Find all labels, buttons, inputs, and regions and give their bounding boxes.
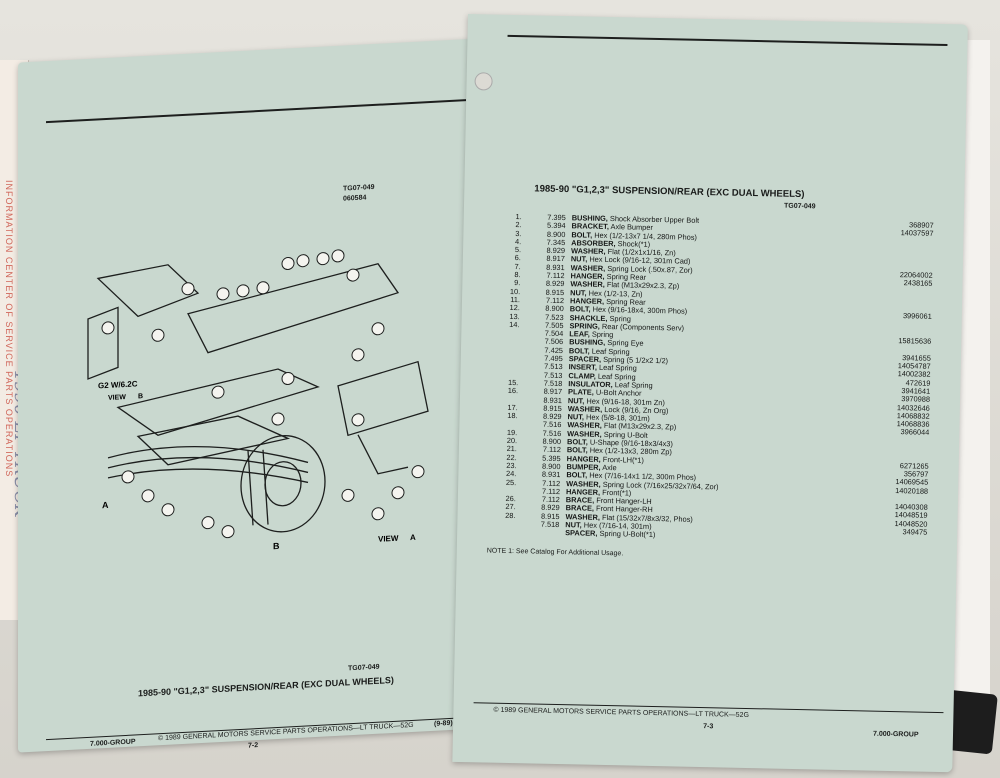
row-part-desc: Spring U-Bolt(*1) — [599, 529, 656, 540]
arrow-b-label: B — [273, 541, 280, 551]
row-part-desc: Shock(*1) — [617, 239, 651, 249]
footer-group: 7.000-GROUP — [90, 738, 136, 748]
top-rule — [46, 99, 466, 124]
left-page: TG07-049 060584 — [18, 38, 488, 753]
top-rule-right — [507, 34, 948, 47]
view-a-label: VIEW — [378, 534, 399, 544]
row-part-name: NUT, — [570, 288, 587, 298]
row-part-name: BOLT, — [566, 438, 588, 447]
row-part-name: BRACE, — [565, 504, 595, 514]
footer-date: (9-89) — [434, 719, 453, 728]
row-part-name: SPRING, — [569, 322, 600, 331]
binder-hole — [474, 72, 493, 91]
row-part-name: WASHER, — [567, 405, 603, 414]
row-part-name: LEAF, — [569, 330, 590, 339]
row-part-desc: Spring — [591, 330, 614, 340]
row-part-desc: Spring Rear — [606, 272, 647, 282]
row-part-desc: Leaf Spring — [598, 363, 637, 373]
row-part-desc: Axle Bumper — [610, 222, 654, 233]
row-part-name: NUT, — [570, 255, 588, 265]
row-part-name: BOLT, — [571, 230, 593, 240]
row-part-name: NUT, — [567, 413, 585, 422]
row-part-name: WASHER, — [570, 247, 606, 257]
row-part-name: PLATE, — [568, 388, 594, 397]
row-part-desc: Front(*1) — [602, 487, 632, 498]
diagram-code: TG07-049 — [343, 183, 375, 193]
footer-page: 7-2 — [248, 742, 259, 750]
table-diagram-code: TG07-049 — [783, 202, 816, 211]
row-part-desc: Leaf Spring — [591, 346, 630, 357]
row-part-desc: Axle — [602, 463, 617, 473]
row-part-name: BOLT, — [566, 446, 588, 455]
table-title: 1985-90 "G1,2,3" SUSPENSION/REAR (EXC DU… — [534, 183, 805, 201]
footer-copyright-right: © 1989 GENERAL MOTORS SERVICE PARTS OPER… — [493, 706, 749, 720]
row-part-name: BUMPER, — [566, 463, 601, 472]
row-part-name: WASHER, — [570, 263, 606, 273]
view-b-letter: B — [138, 393, 143, 400]
row-part-name: SPACER, — [565, 529, 598, 539]
view-a-letter: A — [410, 533, 416, 542]
view-b-label: VIEW — [108, 394, 126, 402]
right-page: 1985-90 "G1,2,3" SUSPENSION/REAR (EXC DU… — [452, 14, 968, 773]
row-part-desc: Leaf Spring — [614, 380, 653, 390]
diagram-date: 060584 — [343, 194, 367, 203]
row-part-desc: Spring Eye — [607, 338, 644, 349]
row-part-name: BRACE, — [565, 496, 595, 505]
row-part-name: INSERT, — [568, 363, 598, 373]
row-part-name: SPACER, — [568, 355, 602, 364]
row-ref — [487, 528, 521, 537]
row-part-name: BOLT, — [568, 346, 590, 356]
row-part-name: CLAMP, — [568, 371, 596, 381]
row-part-name: WASHER, — [566, 479, 601, 489]
table-note: NOTE 1: See Catalog For Additional Usage… — [486, 547, 624, 558]
row-part-desc: Spring Rear — [606, 297, 646, 307]
arrow-a-label: A — [102, 500, 109, 510]
row-part-name: BOLT, — [569, 305, 591, 314]
row-group — [521, 529, 565, 538]
row-part-desc: Leaf Spring — [597, 371, 636, 382]
row-part-name: NUT, — [567, 396, 585, 406]
footer-group-right: 7.000-GROUP — [872, 730, 919, 739]
row-part-name: NUT, — [565, 521, 582, 530]
row-part-desc: Spring — [609, 313, 631, 324]
row-part-name: HANGER, — [566, 454, 601, 464]
suspension-diagram: A B G2 W/6.2C VIEW B VIEW A — [87, 249, 429, 551]
footer-page-right: 7-3 — [703, 723, 714, 731]
caption-title: 1985-90 "G1,2,3" SUSPENSION/REAR (EXC DU… — [138, 674, 394, 699]
row-part-desc: Front-LH(*1) — [602, 454, 645, 465]
row-part-name: BOLT, — [566, 471, 588, 480]
view-b-model: G2 W/6.2C — [98, 379, 138, 390]
side-tab-text: INFORMATION CENTER OF SERVICE PARTS OPER… — [4, 180, 14, 478]
row-part-number — [869, 536, 927, 546]
row-part-name: HANGER, — [569, 297, 605, 306]
caption-code: TG07-049 — [348, 663, 380, 673]
